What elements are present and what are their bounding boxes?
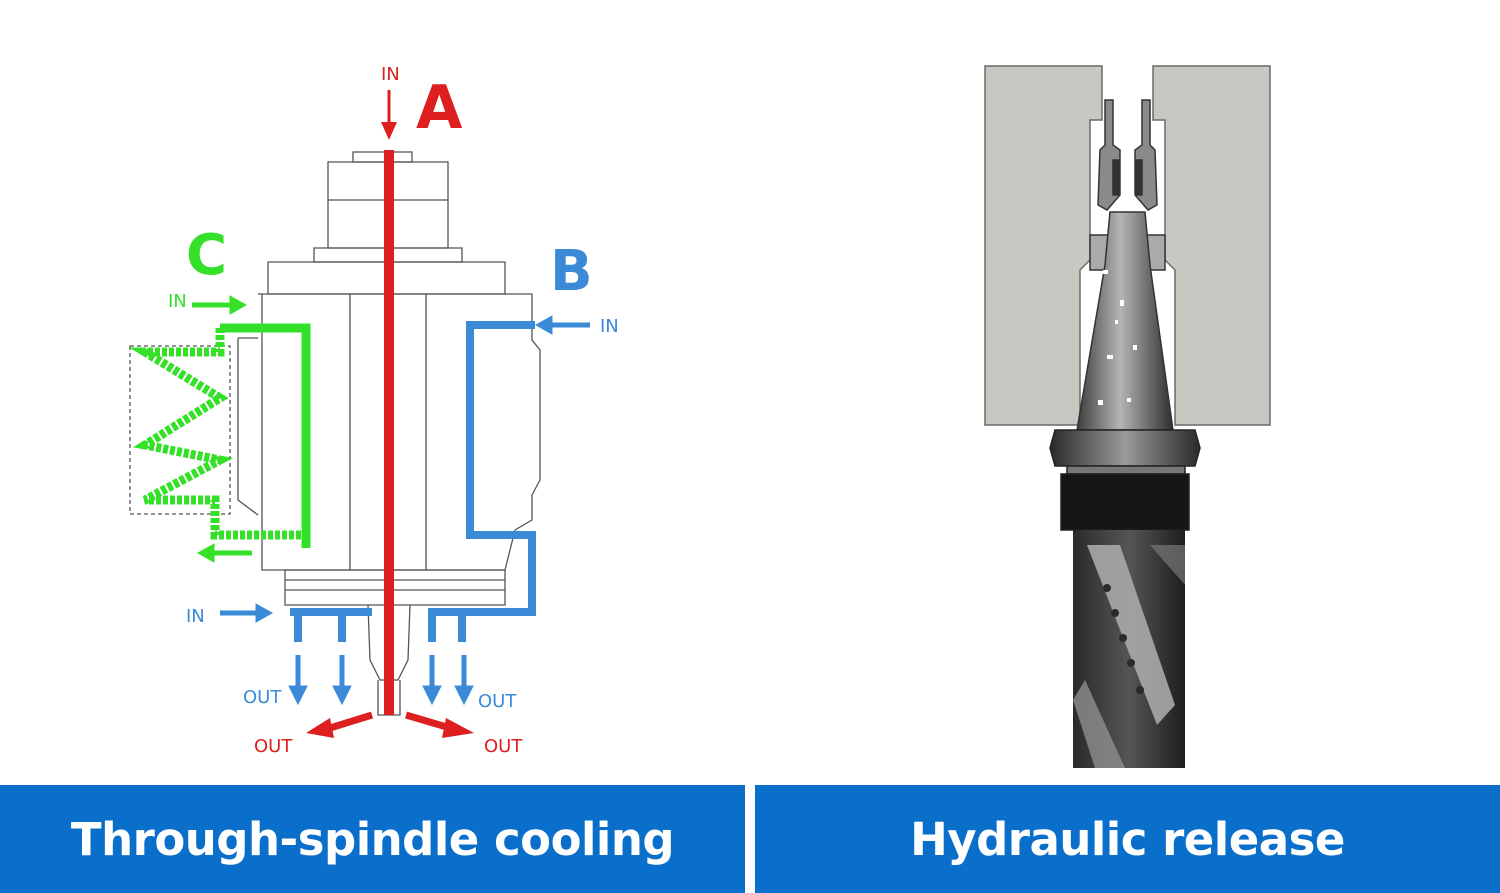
circuit-label-a: A — [416, 73, 463, 143]
inlet-label-a: IN — [381, 64, 400, 85]
circuit-label-b: B — [550, 239, 593, 304]
circuit-b-arrows — [220, 315, 590, 706]
outlet-label-b-left: OUT — [243, 687, 282, 708]
hydraulic-release-panel: Hydraulic release — [755, 0, 1500, 893]
circuit-c-arrows — [192, 295, 252, 563]
spindle-cooling-diagram: A B C IN IN IN IN OUT OUT OUT OUT — [129, 64, 619, 757]
inlet-label-c: IN — [168, 291, 187, 312]
spindle-housing — [984, 65, 1271, 426]
inlet-label-b-side: IN — [600, 316, 619, 337]
caption-bar-through-spindle-cooling: Through-spindle cooling — [0, 785, 745, 893]
hydraulic-release-illustration — [984, 65, 1271, 768]
circuit-b-path — [290, 321, 536, 642]
caption-bar-hydraulic-release: Hydraulic release — [755, 785, 1500, 893]
drill-bit — [1073, 530, 1185, 768]
outlet-label-a-left: OUT — [254, 736, 293, 757]
inlet-label-b-bottom: IN — [186, 606, 205, 627]
circuit-a-path — [306, 90, 474, 738]
circuit-label-c: C — [186, 223, 227, 288]
caption-hydraulic-release: Hydraulic release — [910, 812, 1345, 866]
tool-holder-flange — [1049, 429, 1201, 531]
through-spindle-cooling-panel: A B C IN IN IN IN OUT OUT OUT OUT Throug… — [0, 0, 745, 893]
caption-through-spindle-cooling: Through-spindle cooling — [70, 812, 675, 866]
outlet-label-a-right: OUT — [484, 736, 523, 757]
circuit-c-path — [129, 323, 311, 548]
outlet-label-b-right: OUT — [478, 691, 517, 712]
